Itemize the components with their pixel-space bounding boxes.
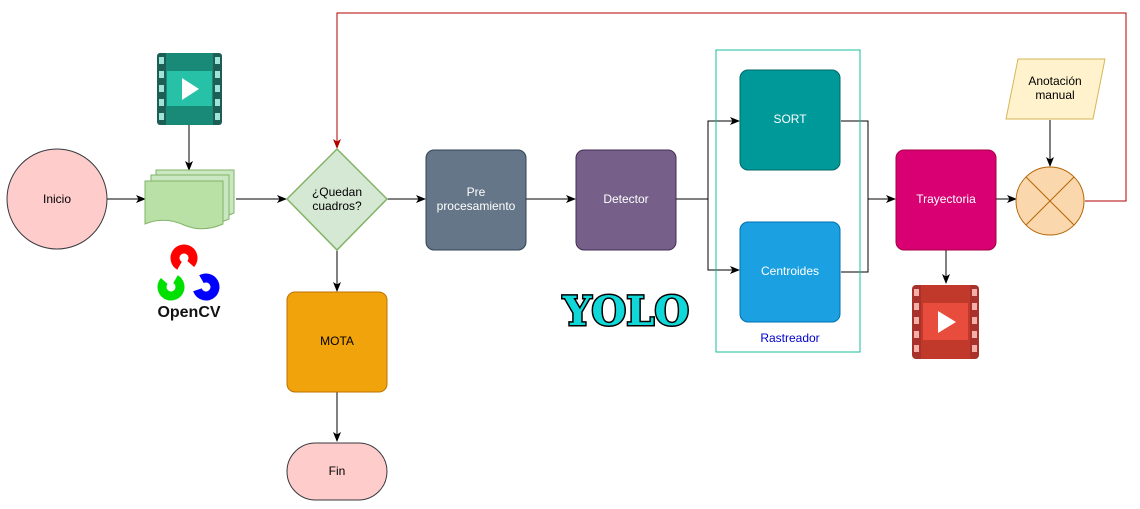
preprocessing-node: Pre procesamiento [425, 149, 527, 251]
edges [107, 117, 1054, 442]
trajectory-node: Trayectoria [895, 149, 997, 251]
yolo-logo-icon: YOLO [560, 287, 690, 337]
edge-centroides-trayectoria [841, 199, 869, 273]
mota-label: MOTA [320, 334, 354, 348]
manual-annotation-node: Anotación manual [1005, 58, 1106, 120]
preprocessing-label-line2: procesamiento [437, 199, 516, 213]
multi-document-icon [144, 169, 235, 230]
centroids-node: Centroides [739, 221, 841, 323]
annotation-label-line1: Anotación [1028, 74, 1081, 88]
yolo-wordmark: YOLO [562, 288, 689, 335]
opencv-wordmark: OpenCV [157, 304, 220, 321]
detector-node: Detector [575, 149, 677, 251]
mota-node: MOTA [286, 291, 388, 393]
edge-sort-trayectoria [841, 120, 896, 203]
sort-label: SORT [773, 112, 807, 126]
tracker-container: Rastreador [715, 49, 861, 353]
decision-node: ¿Quedan cuadros? [285, 147, 389, 252]
preprocessing-label-line1: Pre [467, 185, 486, 199]
edge-feedback-loop [333, 12, 1127, 202]
decision-label-line1: ¿Quedan [312, 185, 362, 199]
end-label: Fin [329, 464, 346, 478]
annotation-label-line2: manual [1035, 88, 1074, 102]
edge-detector-centroides [707, 199, 740, 274]
start-label: Inicio [43, 192, 71, 206]
tracker-label: Rastreador [760, 331, 819, 345]
start-node: Inicio [6, 148, 108, 250]
sort-node: SORT [739, 69, 841, 171]
summing-junction-icon [1015, 166, 1085, 236]
detector-label: Detector [603, 192, 648, 206]
film-play-icon [912, 285, 979, 359]
opencv-logo-icon: OpenCV [157, 244, 221, 321]
trajectory-label: Trayectoria [916, 192, 976, 206]
centroids-label: Centroides [761, 264, 819, 278]
edge-detector-sort [676, 117, 740, 200]
end-node: Fin [286, 442, 388, 501]
decision-label-line2: cuadros? [312, 199, 362, 213]
film-play-icon [157, 53, 222, 125]
